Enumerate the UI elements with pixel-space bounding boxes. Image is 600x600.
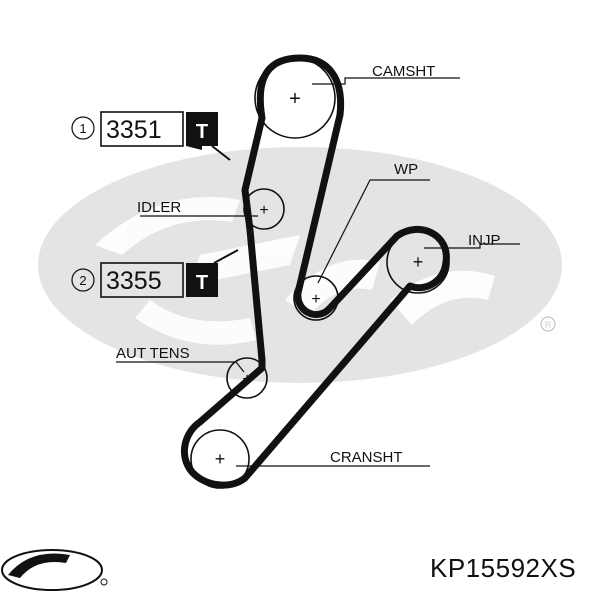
- part-index-circle: [71, 116, 95, 140]
- water-pump-label: WP: [394, 161, 418, 178]
- part-index-circle: [71, 268, 95, 292]
- svg-text:+: +: [215, 449, 226, 469]
- svg-text:+: +: [242, 371, 251, 388]
- part-index: 1: [79, 121, 86, 136]
- part-number: 3351: [106, 116, 162, 144]
- timing-belt: [181, 54, 450, 489]
- gates-t-icon: [186, 263, 218, 297]
- svg-text:T: T: [196, 121, 208, 143]
- part-number-box: [100, 111, 184, 147]
- camshaft-label: CAMSHT: [372, 63, 435, 80]
- idler-label: IDLER: [137, 199, 181, 216]
- injection-pump-pulley: +: [386, 230, 450, 294]
- registered-mark-icon: R: [545, 320, 552, 330]
- part-callout-1: 1 3351 T: [71, 111, 231, 161]
- camshaft-pulley: +: [254, 57, 336, 139]
- svg-text:+: +: [259, 202, 268, 219]
- svg-text:+: +: [289, 88, 301, 110]
- svg-text:T: T: [196, 272, 208, 294]
- auto-tensioner-pulley: +: [226, 357, 268, 399]
- product-code: KP15592XS: [430, 553, 577, 583]
- crankshaft-label: CRANSHT: [330, 449, 403, 466]
- gates-t-icon: [186, 112, 218, 150]
- part-number-box: [100, 262, 184, 298]
- crankshaft-pulley: +: [190, 429, 250, 489]
- auto-tensioner-label: AUT TENS: [116, 345, 190, 362]
- part-index: 2: [79, 273, 86, 288]
- leader-lines: [116, 77, 520, 467]
- part-number: 3355: [106, 267, 162, 295]
- part-callout-2: 2 3355 T: [71, 249, 239, 298]
- gates-logo: Gates: [1, 549, 108, 591]
- svg-text:+: +: [311, 291, 320, 308]
- idler-pulley: +: [243, 188, 285, 230]
- water-pump-pulley: +: [293, 275, 339, 321]
- injection-pump-label: INJP: [468, 232, 501, 249]
- svg-text:+: +: [413, 252, 424, 272]
